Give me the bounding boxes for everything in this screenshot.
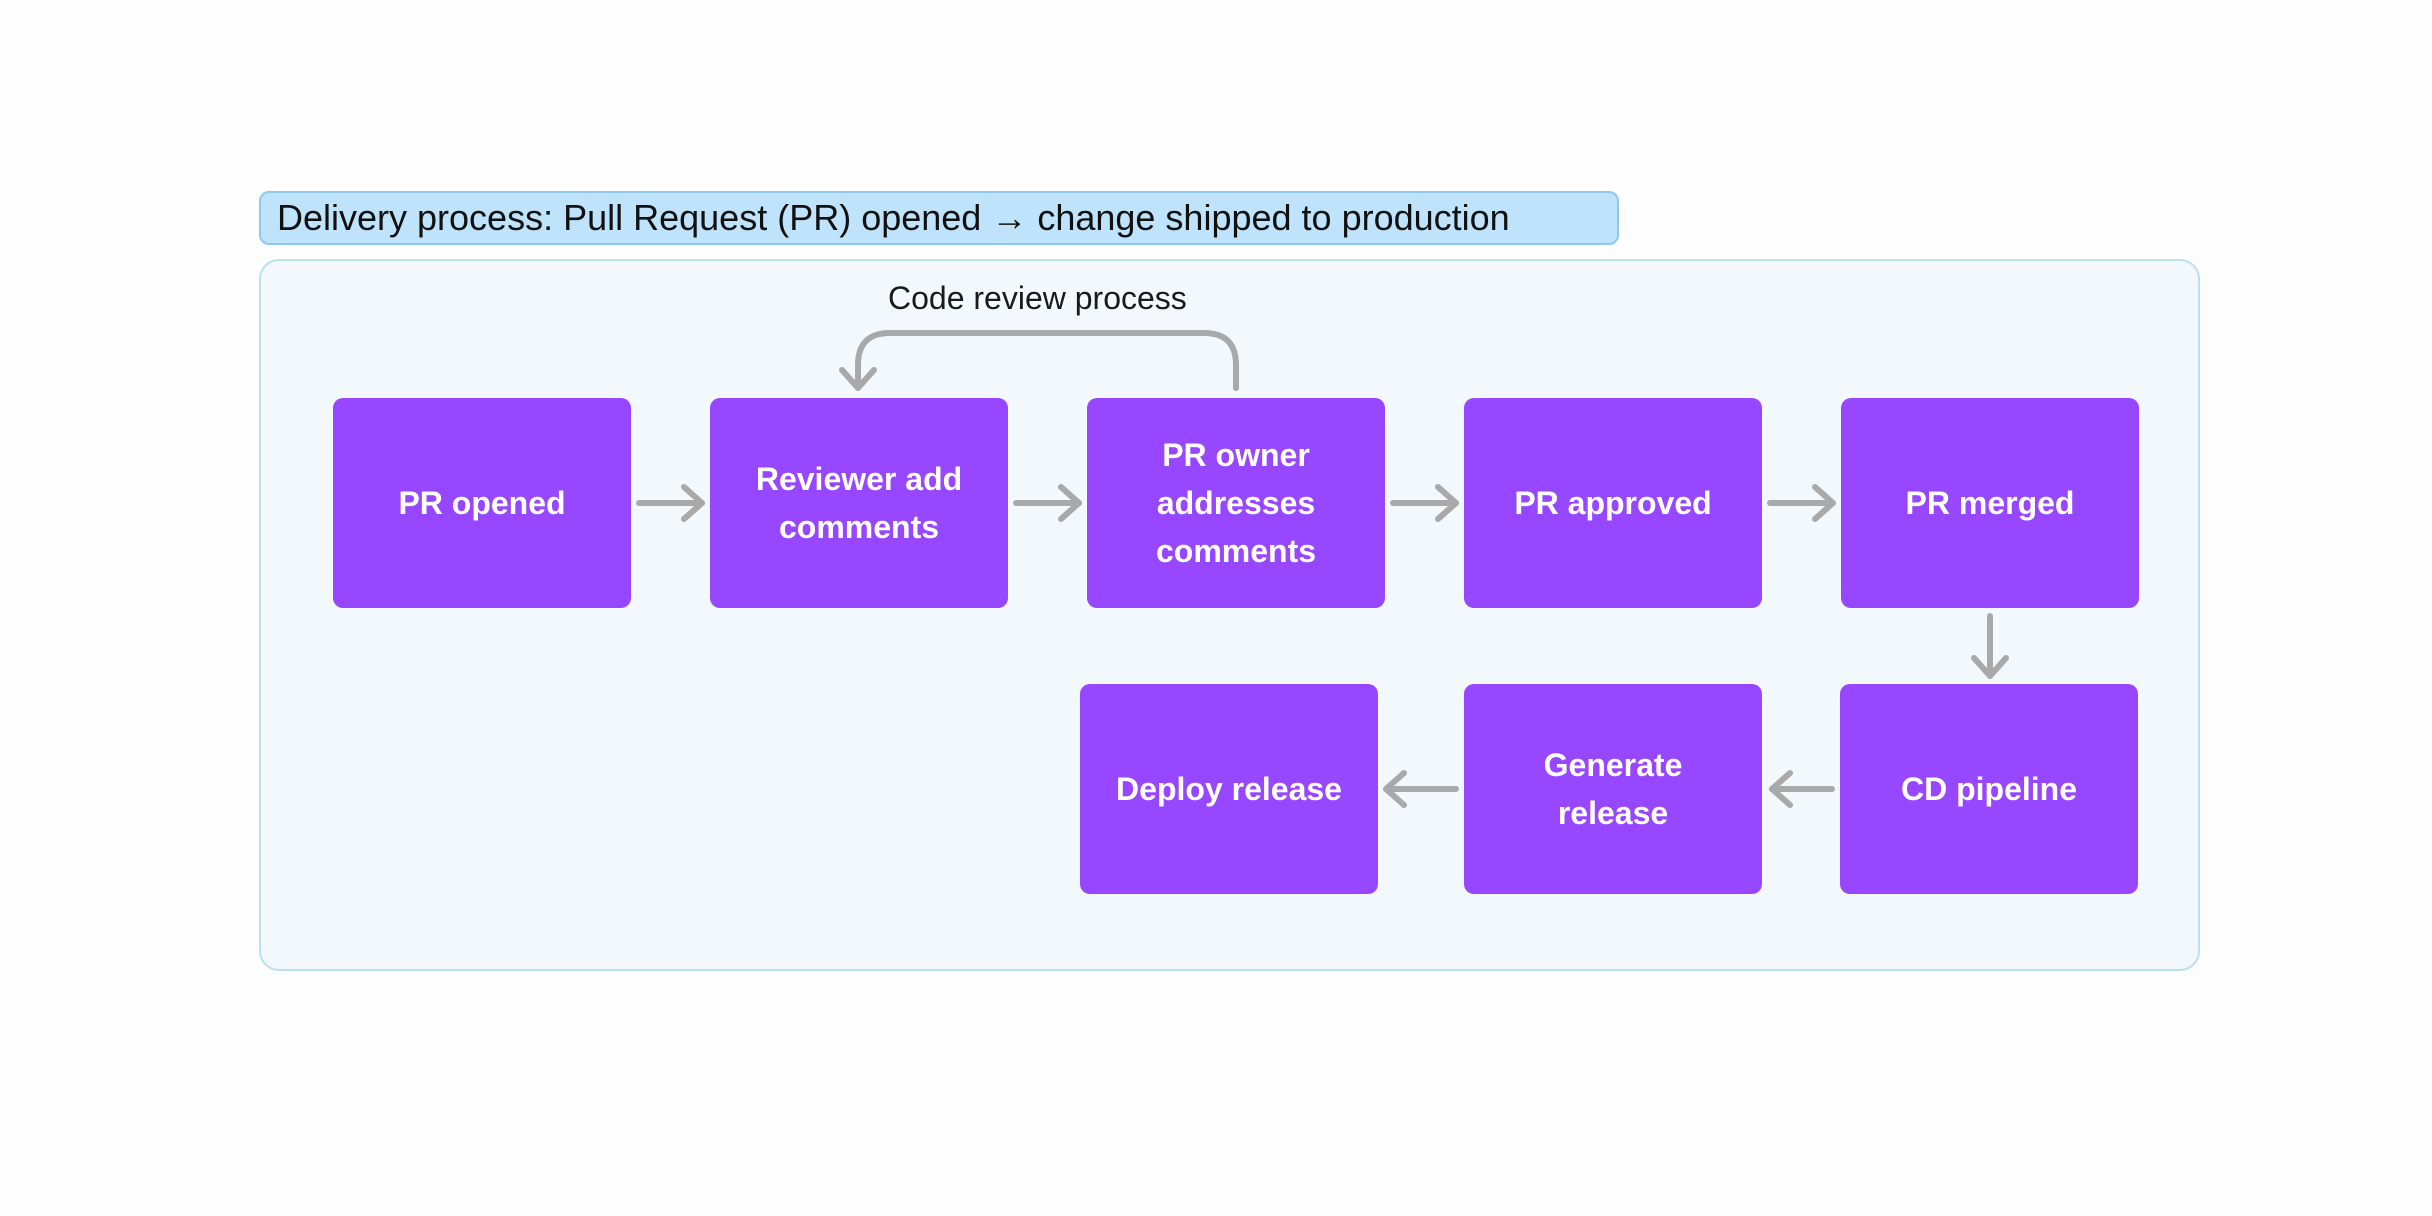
node-pr-opened: PR opened (333, 398, 631, 608)
node-deploy-release: Deploy release (1080, 684, 1378, 894)
node-reviewer-add-comments: Reviewer add comments (710, 398, 1008, 608)
node-pr-owner-addresses-comments: PR owner addresses comments (1087, 398, 1385, 608)
node-pr-approved: PR approved (1464, 398, 1762, 608)
diagram-title: Delivery process: Pull Request (PR) open… (259, 191, 1619, 245)
node-pr-merged: PR merged (1841, 398, 2139, 608)
node-generate-release: Generate release (1464, 684, 1762, 894)
node-cd-pipeline: CD pipeline (1840, 684, 2138, 894)
code-review-loop-label: Code review process (888, 280, 1187, 316)
